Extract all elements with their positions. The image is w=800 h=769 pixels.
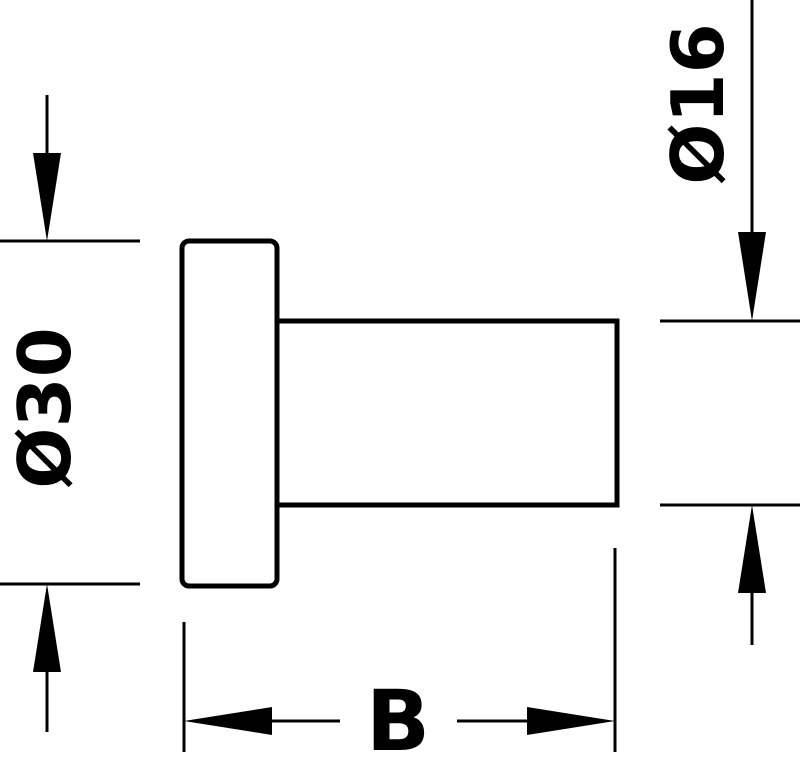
- arrow-down-icon: [33, 153, 61, 241]
- arrow-up-icon: [738, 505, 766, 593]
- flange-outline: [179, 238, 280, 589]
- arrow-right-icon: [527, 707, 615, 735]
- arrow-left-icon: [184, 707, 272, 735]
- shaft-outline: [277, 318, 620, 508]
- length-label: B: [366, 672, 430, 769]
- arrow-up-icon: [33, 584, 61, 672]
- arrow-down-icon: [738, 232, 766, 321]
- shaft-diameter-label: Ø16: [656, 23, 740, 184]
- flange-diameter-label: Ø30: [3, 327, 87, 488]
